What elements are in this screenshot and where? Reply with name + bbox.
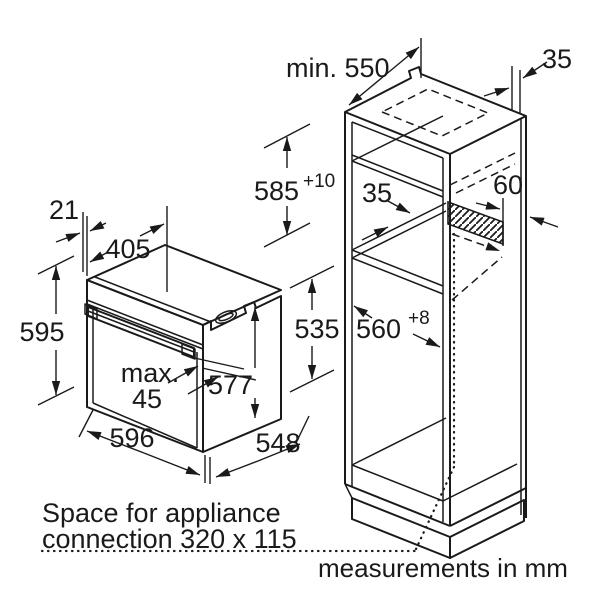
oven-dimensions: 21 405 595 max. 45 577 535 596 [19,195,340,484]
dim-shelf-thickness-label: 35 [362,178,392,208]
plinth-left-connector [344,483,353,499]
dim-niche-width-arrow-right [412,333,441,348]
cabinet-bottom-side-edge [449,487,527,527]
dim-rear-gap-label: 35 [542,44,572,74]
dim-top-depth-label: 405 [105,234,150,264]
dim-oven-rear-height-label: 577 [208,370,253,400]
note-measurements: measurements in mm [318,553,568,583]
dim-oven-height-ext-top [37,255,75,275]
caption-connection-line2: connection 320 x 115 [42,524,297,554]
niche-floor-left-top-junction [351,202,447,251]
oven-side-vent-cutout-inner [218,312,234,322]
dim-handle-arrow-1 [167,365,199,384]
oven-door-bottom-edge [92,402,198,449]
oven-handle-bar [87,306,195,358]
captions: Space for appliance connection 320 x 115… [42,498,568,583]
niche-floor-left-bottom-junction [351,210,447,259]
lower-floor-front-edge [351,464,444,502]
dim-oven-width-ext-left [78,409,94,438]
lower-floor-left-junction [351,417,447,466]
dim-top-depth-arrow-left [89,251,109,263]
dim-min-depth-arrow-up [383,46,420,77]
plinth-side-face [449,499,525,559]
cabinet-illustration [40,66,527,559]
dim-niche-width-arrow-left [353,305,373,319]
dim-cabinet-min-depth-label: min. 550 [286,53,390,83]
niche-ceiling-left-junction [351,115,444,162]
oven-side-face [202,295,282,453]
dim-rear-gap-arrow-right [522,61,548,79]
niche-floor-front-edge [351,249,444,287]
dim-panel-depth-arrow-left [55,232,81,243]
dim-shelf-arrow-2 [361,226,389,241]
dim-panel-depth-label: 21 [49,195,79,225]
dim-min-depth-arrow-down [348,75,385,106]
dim-niche-height-ext-top [263,123,311,149]
hidden-top-outline [380,88,490,137]
dim-oven-width-arrow-right [143,452,201,476]
dim-handle-max-value: 45 [132,384,162,414]
dim-handle-arrow-2 [187,376,219,395]
dim-connection-arrow-left [475,201,501,210]
dim-panel-depth-arrow-right [89,220,107,232]
dim-connection-clearance-label: 60 [493,170,523,200]
niche-ceiling-front-edge2 [351,160,444,198]
oven-panel-bottom-line-2 [86,303,204,350]
niche-floor-front-edge2 [351,257,444,295]
cabinet-bottom-front-edge [344,483,451,527]
oven-handle-bar-line [87,310,195,353]
dim-body-height-ext-bottom [289,369,335,393]
dim-shelf-arrow-1 [385,199,411,214]
cabinet-top-panel-inner-edge [351,121,444,159]
cabinet-top-face [344,66,527,155]
dim-niche-width-tolerance: +8 [408,308,430,329]
oven-illustration [84,244,282,453]
lower-floor-right-junction [442,463,518,502]
dim-oven-depth-ext-right [295,415,310,444]
dim-niche-width-label: 560 [356,314,401,344]
dim-handle-ext-front [189,356,245,370]
hidden-rear-edge-2 [455,163,516,194]
cabinet-dimensions: min. 550 35 585 +10 35 60 560 +8 [254,38,572,348]
hidden-connection-arrow [451,233,501,252]
oven-panel-bottom-line-1 [86,299,204,346]
dim-handle-max-label: max. [121,358,180,388]
dim-rear-gap-arrow-left [483,87,510,97]
dim-oven-height-ext-bottom [37,386,75,406]
dim-niche-height-tolerance: +10 [303,171,335,192]
dim-connection-arrow-right [529,216,559,228]
dim-body-height-label: 535 [294,314,339,344]
dim-top-depth-arrow-right [139,223,165,237]
dim-oven-depth-arrow-right [257,443,301,462]
dim-niche-height-ext-bottom [263,222,311,248]
hidden-connection-edge [451,256,503,301]
dim-body-height-ext-top [289,265,335,289]
oven-top-frame-line [94,276,212,323]
caption-connection-line1: Space for appliance [42,498,281,528]
dim-handle-ext-door [201,367,257,381]
dim-oven-height-label: 595 [19,317,64,347]
dim-oven-depth-arrow-left [215,460,259,478]
dim-oven-width-arrow-left [86,430,145,454]
dim-niche-height-label: 585 [254,176,299,206]
niche-ceiling-front-edge [351,154,444,192]
oven-side-vent-cutout [214,310,238,324]
